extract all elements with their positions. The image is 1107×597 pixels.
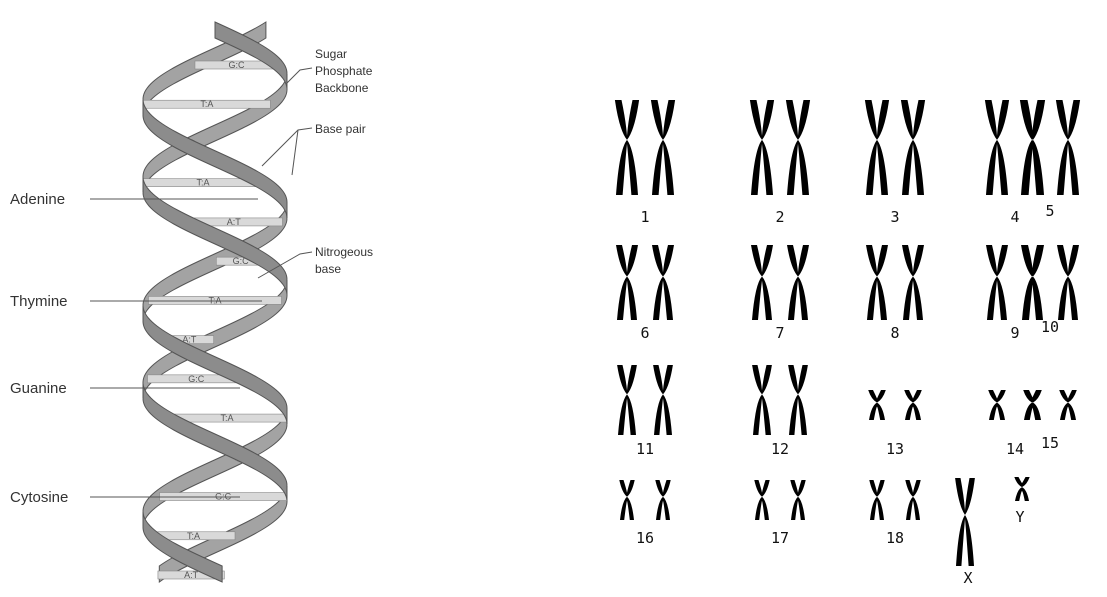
backbone-front-segment <box>142 177 288 295</box>
chromosome-number-17: 17 <box>771 529 789 547</box>
base-pair-label: T:A <box>200 99 213 109</box>
chromosome-7-a <box>751 245 773 320</box>
chromosome-6-b <box>652 245 674 320</box>
chromosome-16-a <box>619 480 635 520</box>
chromosome-12-a <box>752 365 772 435</box>
base-pair-label: A:T <box>182 335 197 345</box>
chromosome-number-3: 3 <box>890 208 899 226</box>
chromosome-x <box>955 478 975 566</box>
base-pair-label: G:C <box>188 374 205 384</box>
base-pair-label: G:C <box>229 60 246 70</box>
chromosome-15-a <box>1023 390 1041 420</box>
chromosome-10-a <box>1021 245 1043 320</box>
chromosome-17-b <box>790 480 806 520</box>
chromosome-4-a <box>984 100 1010 195</box>
backbone-front-segment <box>142 305 288 425</box>
backbone-front-segment <box>142 383 288 501</box>
chromosome-number-4: 4 <box>1010 208 1019 226</box>
chromosome-18-b <box>905 480 921 520</box>
chromosome-number-1: 1 <box>640 208 649 226</box>
label-cytosine: Cytosine <box>10 489 68 506</box>
chromosome-number-2: 2 <box>775 208 784 226</box>
chromosome-number-12: 12 <box>771 440 789 458</box>
chromosome-5-a <box>1019 100 1045 195</box>
chromosome-number-18: 18 <box>886 529 904 547</box>
chromosome-number-13: 13 <box>886 440 904 458</box>
label-phosphate: Phosphate <box>315 64 373 78</box>
chromosome-11-a <box>617 365 637 435</box>
chromosome-number-6: 6 <box>640 324 649 342</box>
chromosome-1-a <box>614 100 640 195</box>
chromosome-17-a <box>754 480 770 520</box>
base-pair-rung <box>157 570 225 580</box>
base-pair-leader-line-b <box>291 129 299 176</box>
base-pair-leader-line-a <box>261 127 313 167</box>
chromosome-3-a <box>864 100 890 195</box>
label-backbone: Backbone <box>315 81 369 95</box>
label-base-pair: Base pair <box>315 122 366 136</box>
base-pair-label: T:A <box>187 531 200 541</box>
chromosome-5-b <box>1055 100 1081 195</box>
chromosome-8-b <box>902 245 924 320</box>
chromosome-2-b <box>785 100 811 195</box>
chromosome-number-8: 8 <box>890 324 899 342</box>
dna-double-helix-diagram: G:CT:AG:CT:AA:TG:CT:AA:TG:CT:AA:TG:CT:AA… <box>10 21 373 583</box>
chromosome-number-14: 14 <box>1006 440 1024 458</box>
base-pair-label: T:A <box>197 178 210 188</box>
backbone-front-segment <box>142 511 223 583</box>
chromosome-16-b <box>655 480 671 520</box>
chromosome-9-a <box>986 245 1008 320</box>
chromosome-number-7: 7 <box>775 324 784 342</box>
chromosome-7-b <box>787 245 809 320</box>
backbone-front-segment <box>142 99 288 219</box>
label-nitrogeous: Nitrogeous <box>315 245 373 259</box>
chromosome-12-b <box>788 365 808 435</box>
backbone-front-segment <box>214 21 288 89</box>
label-guanine: Guanine <box>10 380 67 397</box>
chromosome-number-10: 10 <box>1041 318 1059 336</box>
chromosome-13-b <box>904 390 922 420</box>
chromosome-10-b <box>1057 245 1079 320</box>
label-adenine: Adenine <box>10 191 65 208</box>
base-pair-label: A:T <box>184 570 199 580</box>
chromosome-label-x: X <box>963 569 972 587</box>
chromosome-3-b <box>900 100 926 195</box>
chromosome-y <box>1014 477 1030 501</box>
dna-backbone-front-strand <box>142 21 288 583</box>
chromosome-15-b <box>1059 390 1077 420</box>
chromosome-14-a <box>988 390 1006 420</box>
chromosome-2-a <box>749 100 775 195</box>
label-thymine: Thymine <box>10 293 68 310</box>
chromosome-number-5: 5 <box>1045 202 1054 220</box>
backbone-leader-line <box>285 67 313 85</box>
chromosome-1-b <box>650 100 676 195</box>
chromosome-number-15: 15 <box>1041 434 1059 452</box>
chromosome-label-y: Y <box>1015 508 1024 526</box>
base-pair-label: A:T <box>227 217 242 227</box>
chromosome-6-a <box>616 245 638 320</box>
chromosome-11-b <box>653 365 673 435</box>
chromosome-number-11: 11 <box>636 440 654 458</box>
label-sugar: Sugar <box>315 47 347 61</box>
base-pair-label: T:A <box>208 295 221 305</box>
chromosome-8-a <box>866 245 888 320</box>
chromosome-number-16: 16 <box>636 529 654 547</box>
chromosome-pairs <box>614 100 1081 566</box>
base-pair-label: T:A <box>220 413 233 423</box>
base-pair-label: G:C <box>233 256 250 266</box>
nitrogeous-base-leader-line <box>257 251 313 279</box>
label-base: base <box>315 262 341 276</box>
base-pair-rung <box>148 296 282 305</box>
chromosome-18-a <box>869 480 885 520</box>
chromosome-number-9: 9 <box>1010 324 1019 342</box>
chromosome-13-a <box>868 390 886 420</box>
